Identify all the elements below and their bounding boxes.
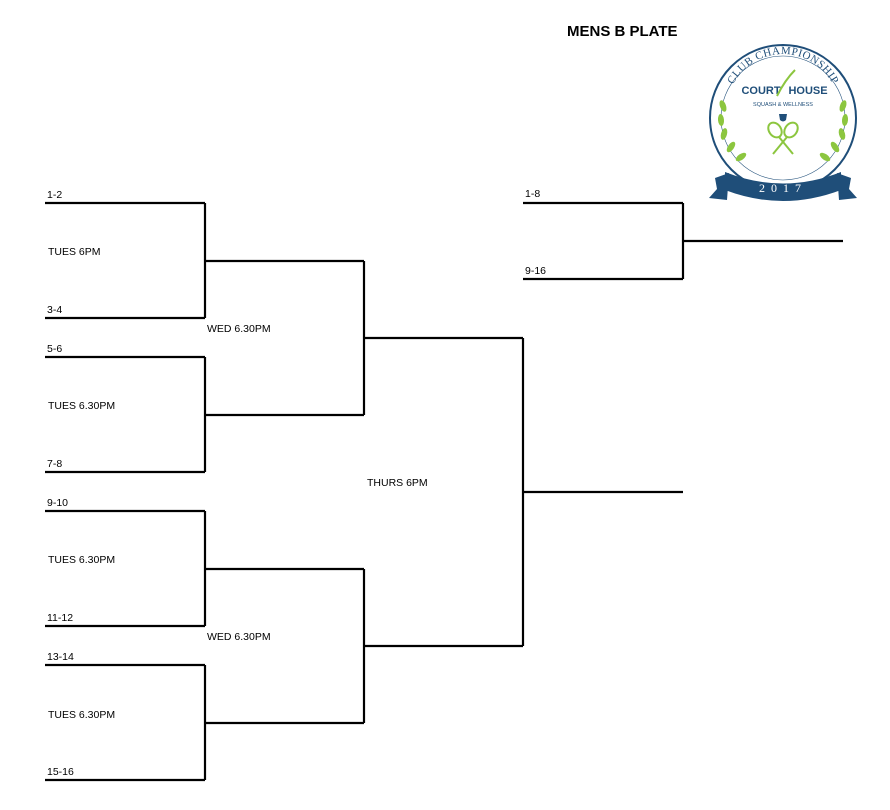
- ribbon-banner: [725, 172, 841, 201]
- logo-brand-house: HOUSE: [788, 85, 827, 97]
- seed-label-11-12: 11-12: [47, 612, 74, 624]
- laurel-right-icon: [819, 100, 849, 162]
- seed-label-7-8: 7-8: [47, 458, 63, 470]
- laurel-left-icon: [717, 100, 747, 162]
- round1-match2-time: TUES 6.30PM: [48, 400, 116, 412]
- club-championship-logo: CLUB CHAMPIONSHIP COURT HOUSE SQUASH & W…: [709, 44, 857, 201]
- ribbon-right-tail: [837, 173, 857, 200]
- trophy-icon: [779, 114, 787, 122]
- seed-label-1-2: 1-2: [47, 189, 63, 201]
- playoff-label-9-16: 9-16: [525, 265, 547, 277]
- seed-label-9-10: 9-10: [47, 497, 69, 509]
- round1-match4-time: TUES 6.30PM: [48, 709, 116, 721]
- page-title: MENS B PLATE: [567, 23, 678, 40]
- logo-swoosh-icon: [776, 69, 796, 97]
- seed-label-3-4: 3-4: [47, 304, 63, 316]
- playoff-label-1-8: 1-8: [525, 188, 541, 200]
- logo-tagline: SQUASH & WELLNESS: [753, 102, 813, 108]
- seed-label-5-6: 5-6: [47, 343, 63, 355]
- logo-year: 2017: [759, 181, 807, 195]
- final-match-time: THURS 6PM: [367, 477, 428, 489]
- crossed-rackets-icon: [767, 121, 799, 155]
- logo-brand-court: COURT: [741, 85, 780, 97]
- round2-match1-time: WED 6.30PM: [207, 323, 271, 335]
- seed-label-15-16: 15-16: [47, 766, 74, 778]
- ribbon-left-tail: [709, 173, 729, 200]
- round1-match3-time: TUES 6.30PM: [48, 554, 116, 566]
- round2-match2-time: WED 6.30PM: [207, 631, 271, 643]
- seed-label-13-14: 13-14: [47, 651, 74, 663]
- round1-match1-time: TUES 6PM: [48, 246, 101, 258]
